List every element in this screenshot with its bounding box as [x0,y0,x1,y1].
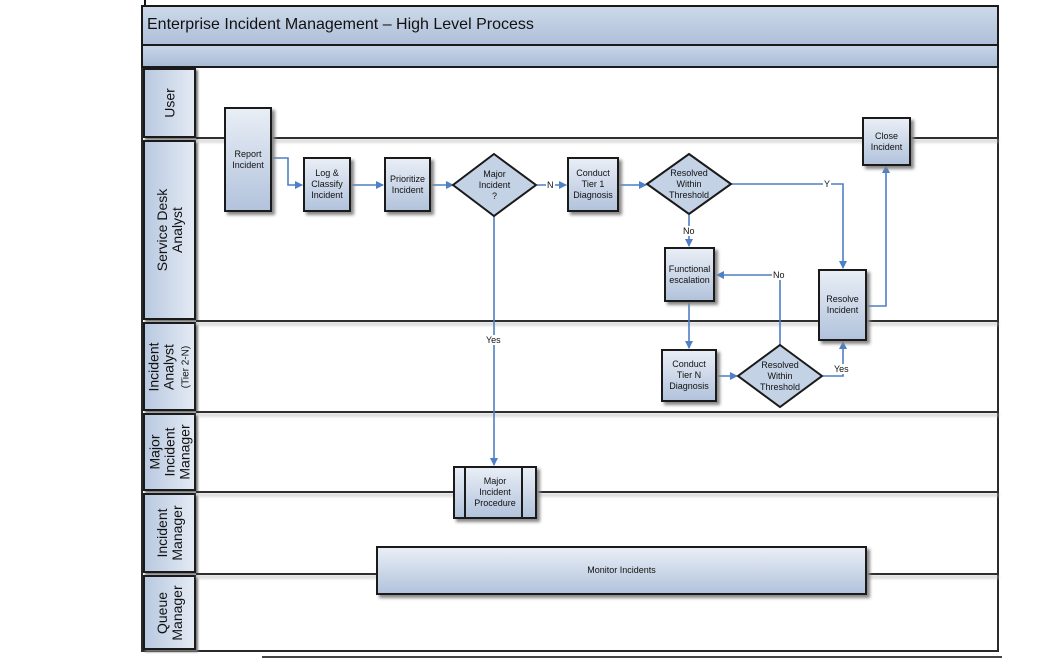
corner-mark [144,0,146,5]
report-incident-box: Report Incident [224,107,272,212]
lane-header-incident-manager: Incident Manager [143,493,196,573]
edge-report-to-log [271,157,303,189]
lane-header-major-incident-manager: Major Incident Manager [143,413,196,491]
edge-label-yes-resolve: Yes [833,364,850,374]
decision-major-incident [451,152,538,218]
lane-divider [196,320,999,322]
decision-resolved-tier1-label: Resolved Within Threshold [668,167,710,200]
header-strip [141,46,999,68]
close-incident-box: Close Incident [862,117,911,166]
log-classify-box: Log & Classify Incident [303,157,351,212]
edge-label-y: Y [823,179,832,189]
lane-divider [196,411,999,413]
major-incident-procedure-box: Major Incident Procedure [453,466,537,519]
edge-label-n: N [546,180,555,190]
lane-header-user: User [143,68,196,138]
diagram-title: Enterprise Incident Management – High Le… [147,16,534,33]
lane-divider [196,491,999,493]
edge-label-no-escalate: No [682,226,696,236]
procedure-bar-right [521,468,526,517]
lane-divider [196,137,999,139]
prioritize-box: Prioritize Incident [384,157,431,212]
edge-label-yes-major: Yes [485,335,502,345]
resolve-incident-box: Resolve Incident [818,269,867,341]
lane-header-service-desk-analyst: Service Desk Analyst [143,140,196,320]
decision-major-incident-label: Major Incident ? [478,168,511,201]
pool-frame [141,68,999,652]
monitor-incidents-box: Monitor Incidents [376,546,867,595]
edge-label-no-return: No [772,270,786,280]
title-bar: Enterprise Incident Management – High Le… [141,5,999,46]
edge-resolved2-yes-to-resolve [823,341,847,377]
tier1-diagnosis-box: Conduct Tier 1 Diagnosis [567,157,619,212]
lane-header-incident-analyst: Incident Analyst (Tier 2-N) [143,322,196,411]
decision-resolved-within-threshold-tierN [736,343,824,409]
procedure-bar-left [464,468,469,517]
edge-resolved1-yes-to-resolve [731,183,847,269]
page-bottom-rule [262,656,1002,658]
major-incident-procedure-label: Major Incident Procedure [474,476,516,508]
edge-resolve-to-close [867,165,890,307]
functional-escalation-box: Functional escalation [664,247,715,302]
edge-resolved2-no-to-escalation [716,271,781,346]
decision-resolved-tierN-label: Resolved Within Threshold [759,359,801,392]
tierN-diagnosis-box: Conduct Tier N Diagnosis [661,349,717,402]
decision-resolved-within-threshold-tier1 [645,152,733,216]
lane-header-queue-manager: Queue Manager [143,575,196,650]
